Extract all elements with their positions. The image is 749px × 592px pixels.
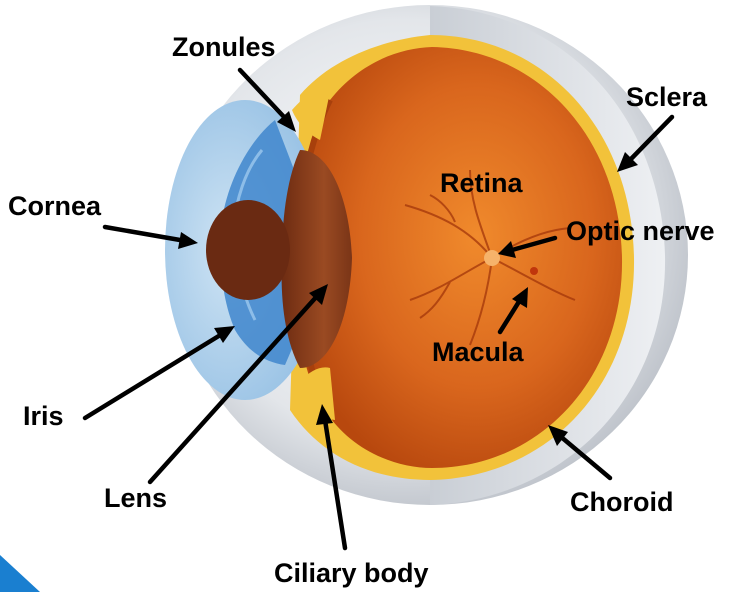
label-macula: Macula (432, 337, 525, 367)
label-lens: Lens (104, 483, 167, 513)
label-sclera: Sclera (626, 82, 708, 112)
label-iris: Iris (23, 401, 64, 431)
macula-spot (530, 267, 538, 275)
eyeball-illustration (165, 5, 688, 505)
corner-accent (0, 555, 40, 592)
label-optic-nerve: Optic nerve (566, 216, 715, 246)
label-retina: Retina (440, 168, 524, 198)
label-choroid: Choroid (570, 487, 673, 517)
label-ciliary-body: Ciliary body (274, 558, 429, 588)
label-cornea: Cornea (8, 191, 102, 221)
pupil (206, 200, 290, 300)
optic-disc (484, 250, 500, 266)
label-zonules: Zonules (172, 32, 276, 62)
